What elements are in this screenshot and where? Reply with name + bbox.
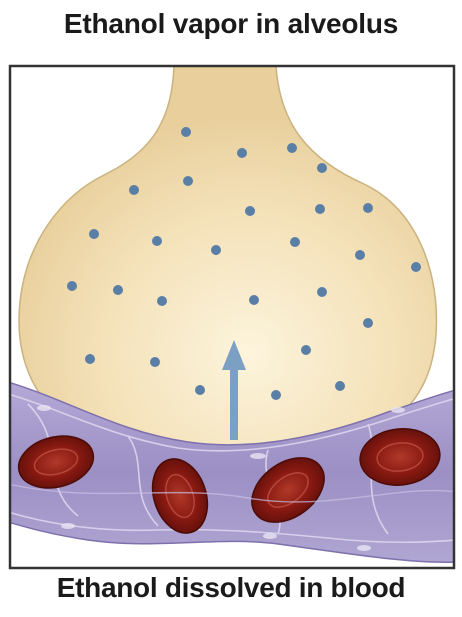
ethanol-molecule [271,390,281,400]
ethanol-molecule [317,287,327,297]
ethanol-molecule [113,285,123,295]
alveolus-sac [19,66,436,464]
ethanol-molecule [245,206,255,216]
ethanol-molecule [317,163,327,173]
ethanol-molecule [290,237,300,247]
ethanol-molecule [301,345,311,355]
ethanol-molecule [181,127,191,137]
ethanol-molecule [89,229,99,239]
ethanol-molecule [335,381,345,391]
ethanol-molecule [363,318,373,328]
ethanol-molecule [287,143,297,153]
ethanol-molecule [363,203,373,213]
ethanol-molecule [237,148,247,158]
bottom-label: Ethanol dissolved in blood [0,572,462,604]
ethanol-molecule [211,245,221,255]
ethanol-molecule [411,262,421,272]
ethanol-molecule [249,295,259,305]
ethanol-molecule [129,185,139,195]
ethanol-molecule [315,204,325,214]
ethanol-molecule [355,250,365,260]
ethanol-molecule [195,385,205,395]
ethanol-molecule [85,354,95,364]
alveolus-diagram [8,64,456,570]
ethanol-molecule [152,236,162,246]
ethanol-molecule [150,357,160,367]
ethanol-molecule [183,176,193,186]
top-label: Ethanol vapor in alveolus [0,8,462,40]
ethanol-molecule [157,296,167,306]
ethanol-molecule [67,281,77,291]
